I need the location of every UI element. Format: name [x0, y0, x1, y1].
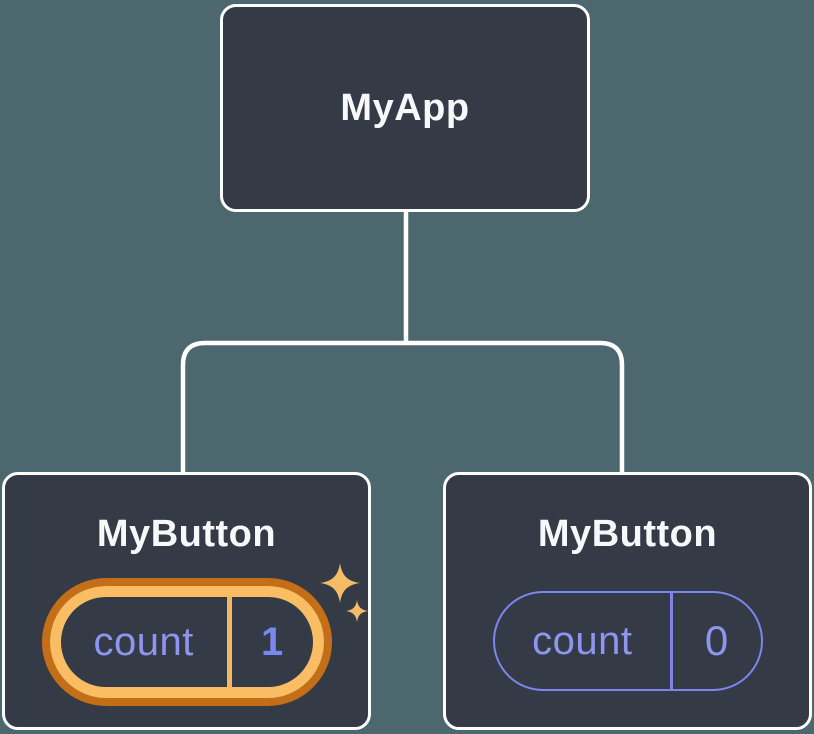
- node-label: MyApp: [340, 86, 470, 129]
- node-label: MyButton: [537, 513, 718, 555]
- state-key-cell: count: [495, 593, 671, 689]
- tree-node-mybutton-1: MyButton count 1: [2, 472, 371, 730]
- state-pill: count 0: [492, 591, 763, 691]
- state-key-label: count: [532, 618, 633, 663]
- state-value-cell: 1: [232, 597, 313, 687]
- state-key-cell: count: [61, 597, 227, 687]
- state-key-label: count: [93, 619, 194, 664]
- node-label: MyButton: [96, 513, 277, 555]
- state-value: 0: [704, 617, 729, 664]
- tree-node-myapp: MyApp: [220, 4, 590, 212]
- state-pill-highlighted: count 1: [49, 586, 324, 698]
- sparkle-icon: [346, 600, 368, 622]
- state-value: 1: [261, 619, 284, 664]
- state-value-cell: 0: [673, 593, 761, 689]
- tree-node-mybutton-2: MyButton count 0: [443, 472, 812, 730]
- sparkle-icon: [320, 563, 360, 603]
- pill-divider: [226, 597, 232, 687]
- pill-divider: [670, 593, 673, 689]
